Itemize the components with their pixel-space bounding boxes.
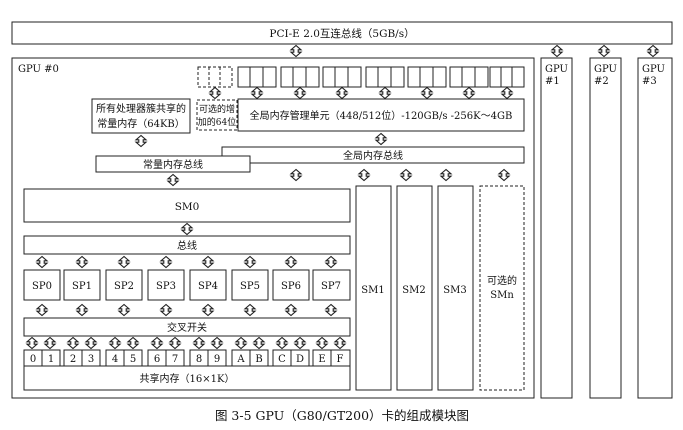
memory-chip (407, 66, 447, 88)
crossbar-label: 交叉开关 (167, 321, 207, 334)
sm-bus (23, 235, 351, 255)
memory-chip (237, 66, 277, 88)
gpu2-name: GPU (594, 64, 617, 75)
sp-box (63, 269, 101, 301)
bank-label: 3 (88, 354, 94, 365)
pcie-gpu3-arrow (647, 44, 659, 58)
figure-caption: 图 3-5 GPU（G80/GT200）卡的组成模块图 (215, 408, 469, 423)
bank-label: A (236, 354, 245, 365)
constant-memory-bus (95, 155, 251, 173)
optional-64bit-box (196, 99, 238, 131)
optional-smn-block (479, 185, 525, 391)
bank-label: D (296, 354, 304, 365)
sp-box (231, 269, 269, 301)
pcie-gpu0-arrow (290, 44, 302, 58)
global-memory-unit (237, 98, 525, 132)
memory-chip (489, 66, 525, 88)
shared-memory-banks: 0 1 2 3 4 5 6 7 8 9 A B C D E F (23, 349, 351, 367)
sm3-label: SM3 (443, 285, 466, 296)
pcie-gpu2-arrow (598, 44, 610, 58)
stream-processors: SP0 SP1 SP2 SP3 SP4 SP5 SP6 SP7 (23, 269, 351, 301)
constant-memory-bus-label: 常量内存总线 (143, 158, 203, 171)
bank-label: 4 (112, 354, 118, 365)
memory-chips (197, 66, 525, 88)
pcie-gpu1-arrow (551, 44, 563, 58)
bank-label: 7 (172, 354, 178, 365)
gpu3-num: #3 (642, 76, 657, 87)
shared-memory-label: 共享内存（16×1K） (140, 372, 235, 385)
sm1-block (355, 185, 392, 391)
sp-label: SP6 (281, 281, 301, 292)
bank-label: C (278, 354, 286, 365)
shared-memory (23, 365, 351, 391)
optional-smn-line2: SMn (490, 290, 514, 301)
optional-smn-line1: 可选的 (487, 274, 517, 287)
bank-label: B (255, 354, 262, 365)
sp-box (272, 269, 310, 301)
sp-label: SP5 (240, 281, 260, 292)
global-memory-bus (221, 146, 525, 164)
sp-box (312, 269, 351, 301)
gpu1-name: GPU (545, 64, 568, 75)
crossbar-switch (23, 317, 351, 337)
global-memory-unit-label: 全局内存管理单元（448/512位）-120GB/s -256K～4GB (250, 109, 513, 122)
gpu1-num: #1 (545, 76, 560, 87)
optional-64bit-line2: 加的64位 (198, 116, 236, 128)
sm2-block (396, 185, 433, 391)
optional-64bit-line1: 可选的增 (199, 103, 235, 115)
shared-constant-memory-line2: 常量内存（64KB） (97, 117, 185, 130)
pcie-bus (11, 21, 673, 45)
bank-label: 5 (130, 354, 136, 365)
optional-memory-chip (197, 66, 233, 88)
bank-label: 2 (70, 354, 76, 365)
shared-constant-memory-line1: 所有处理器簇共享的 (96, 102, 186, 115)
bank-label: E (318, 354, 325, 365)
gpu2-num: #2 (594, 76, 609, 87)
sp-label: SP1 (72, 281, 92, 292)
sp-box (23, 269, 61, 301)
bank-label: 6 (154, 354, 160, 365)
sp-label: SP4 (198, 281, 218, 292)
memory-chip (322, 66, 362, 88)
sp-label: SP0 (32, 281, 52, 292)
gpu3-box (637, 57, 673, 399)
sp-box (189, 269, 227, 301)
sp-label: SP2 (114, 281, 134, 292)
gpu0-label: GPU #0 (18, 64, 59, 75)
global-memory-bus-label: 全局内存总线 (343, 149, 403, 162)
bank-label: 0 (30, 354, 36, 365)
sm-bus-label: 总线 (177, 239, 197, 252)
sp-label: SP7 (321, 281, 341, 292)
sm1-label: SM1 (361, 285, 384, 296)
sm3-block (437, 185, 474, 391)
pcie-bus-label: PCI-E 2.0互连总线（5GB/s） (269, 27, 414, 40)
bank-label: 9 (214, 354, 220, 365)
memory-chip (449, 66, 489, 88)
bank-label: 1 (48, 354, 54, 365)
bank-label: 8 (196, 354, 202, 365)
sm0-label: SM0 (175, 201, 200, 213)
gpu3-name: GPU (642, 64, 665, 75)
shared-constant-memory (91, 98, 191, 134)
gpu1-box (540, 57, 573, 399)
bank-label: F (337, 354, 344, 365)
gpu2-box (589, 57, 622, 399)
sp-box (105, 269, 143, 301)
sm2-label: SM2 (402, 285, 425, 296)
sp-box (147, 269, 185, 301)
sm0-block (23, 188, 351, 223)
memory-chip (280, 66, 320, 88)
sp-label: SP3 (156, 281, 176, 292)
memory-chip (365, 66, 405, 88)
